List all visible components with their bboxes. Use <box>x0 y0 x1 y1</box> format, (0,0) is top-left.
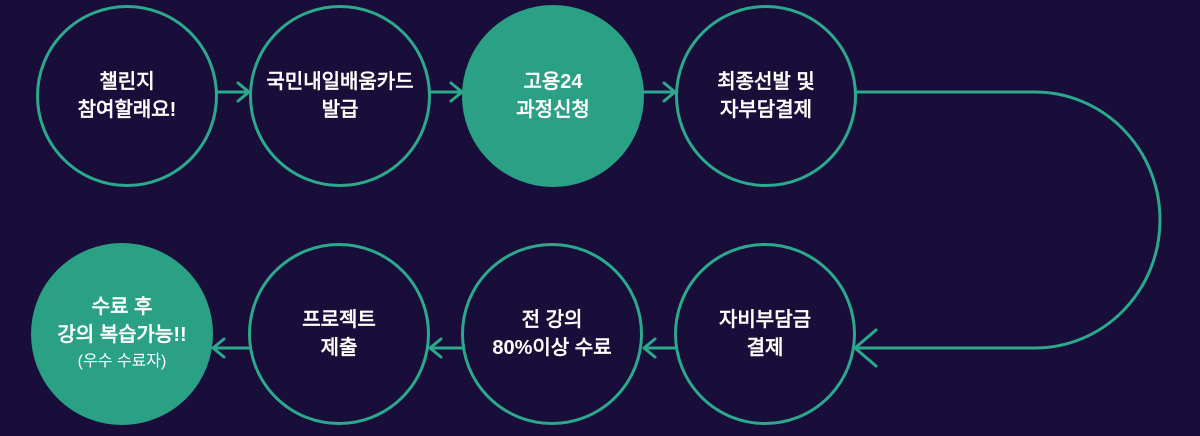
step-label-line1: 전 강의 <box>521 309 583 331</box>
flow-step-project-submit: 프로젝트 제출 <box>248 243 430 425</box>
flow-step-self-payment: 자비부담금 결제 <box>674 243 856 425</box>
arrow-left-icon-step7-step8 <box>211 337 251 359</box>
step-label-line2: 참여할래요! <box>77 99 177 121</box>
step-label-line1: 국민내일배움카드 <box>266 71 414 93</box>
arrow-right-icon-step2-step3 <box>428 81 464 103</box>
step-label-line1: 프로젝트 <box>302 309 376 331</box>
flow-step-review-after-completion: 수료 후 강의 복습가능!! (우수 수료자) <box>31 243 213 425</box>
arrow-left-icon-step6-step7 <box>428 337 464 359</box>
step-label-line2: 자부담결제 <box>720 99 812 121</box>
step-label-line2: 결제 <box>746 337 784 359</box>
arrow-left-icon-step5-step6 <box>642 337 677 359</box>
step-label-line1: 챌린지 <box>99 71 155 93</box>
step-label-line1: 수료 후 <box>91 296 153 318</box>
flow-step-card-issue: 국민내일배움카드 발급 <box>249 5 431 187</box>
arrow-right-icon-step1-step2 <box>215 81 251 103</box>
step-label-line2: 과정신청 <box>516 99 590 121</box>
step-label-sub: (우수 수료자) <box>77 353 167 370</box>
step-label-line1: 최종선발 및 <box>717 71 815 93</box>
arrow-right-icon-step3-step4 <box>641 81 677 103</box>
step-label-line2: 제출 <box>320 337 358 359</box>
flow-step-complete-80pct: 전 강의 80%이상 수료 <box>461 243 643 425</box>
step-label-line2: 80%이상 수료 <box>492 337 612 359</box>
flow-step-final-selection: 최종선발 및 자부담결제 <box>675 5 857 187</box>
flow-step-course-apply: 고용24 과정신청 <box>462 5 644 187</box>
step-label-line1: 고용24 <box>523 71 583 93</box>
u-curve-connector-step4-step5 <box>853 90 1162 368</box>
step-label-line2: 발급 <box>321 99 359 121</box>
step-label-line2: 강의 복습가능!! <box>57 324 187 346</box>
flow-step-challenge: 챌린지 참여할래요! <box>36 5 218 187</box>
step-label-line1: 자비부담금 <box>719 309 811 331</box>
